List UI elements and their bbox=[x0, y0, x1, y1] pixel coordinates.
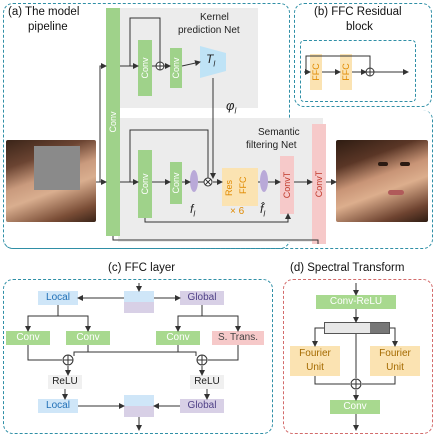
panel-a-title: (a) The model bbox=[8, 6, 80, 18]
conv-column-1: Conv bbox=[106, 8, 120, 236]
global-output: Global bbox=[180, 399, 224, 413]
global-input: Global bbox=[180, 291, 224, 305]
conv-output-block: Conv bbox=[330, 400, 380, 414]
conv-local-global: Conv bbox=[66, 331, 110, 345]
ffc-block-2: FFC bbox=[340, 54, 352, 90]
lips bbox=[388, 190, 404, 195]
spectral-transform-block: S. Trans. bbox=[212, 331, 264, 345]
convt-block-1: ConvT bbox=[280, 156, 294, 214]
t-kernel-label: Tl bbox=[206, 52, 216, 69]
res-ffc-block bbox=[222, 168, 258, 206]
eye-left bbox=[378, 162, 388, 166]
semantic-net-label-2: filtering Net bbox=[246, 140, 297, 151]
local-output: Local bbox=[38, 399, 78, 413]
conv-semantic-1: Conv bbox=[138, 150, 152, 218]
mask-region bbox=[34, 146, 80, 190]
panel-a-title-2: pipeline bbox=[28, 21, 68, 33]
panel-spectral-transform bbox=[283, 279, 433, 434]
relu-global: ReLU bbox=[190, 375, 224, 389]
panel-pipeline-extend bbox=[3, 110, 433, 249]
panel-ffc-layer bbox=[3, 279, 273, 434]
conv-kernel-1: Conv bbox=[138, 40, 152, 96]
f-feature-ellipse bbox=[190, 170, 198, 192]
kernel-net-label-2: prediction Net bbox=[178, 25, 240, 36]
fhat-feature-ellipse bbox=[260, 170, 268, 192]
ffc-block-1: FFC bbox=[310, 54, 322, 90]
panel-b-title-2: block bbox=[346, 21, 373, 33]
times6-label: × 6 bbox=[230, 206, 245, 217]
kernel-net-label: Kernel bbox=[200, 12, 229, 23]
eye-right bbox=[400, 162, 410, 166]
panel-ffc-residual-block bbox=[294, 3, 432, 107]
fhat-feature-label: f̂l bbox=[260, 202, 266, 219]
phi-label: φl bbox=[226, 98, 237, 116]
f-feature-label: fl bbox=[190, 202, 196, 219]
panel-b-title: (b) FFC Residual bbox=[314, 6, 402, 18]
conv-kernel-2: Conv bbox=[170, 48, 182, 88]
merge-output-box bbox=[124, 395, 154, 417]
semantic-net-label: Semantic bbox=[258, 127, 300, 138]
ffc-residual-inner bbox=[300, 40, 416, 102]
output-face-image bbox=[336, 140, 428, 222]
conv-relu-block: Conv-ReLU bbox=[316, 295, 396, 309]
input-face-image bbox=[6, 140, 96, 222]
panel-d-title: (d) Spectral Transform bbox=[290, 262, 405, 274]
panel-c-title-text: (c) FFC layer bbox=[108, 262, 176, 274]
conv-local-local: Conv bbox=[6, 331, 50, 345]
conv-semantic-2: Conv bbox=[170, 162, 182, 204]
split-input-box bbox=[124, 291, 154, 313]
conv-global-local: Conv bbox=[156, 331, 200, 345]
relu-local: ReLU bbox=[48, 375, 82, 389]
local-input: Local bbox=[38, 291, 78, 305]
convt-block-2: ConvT bbox=[312, 124, 326, 244]
